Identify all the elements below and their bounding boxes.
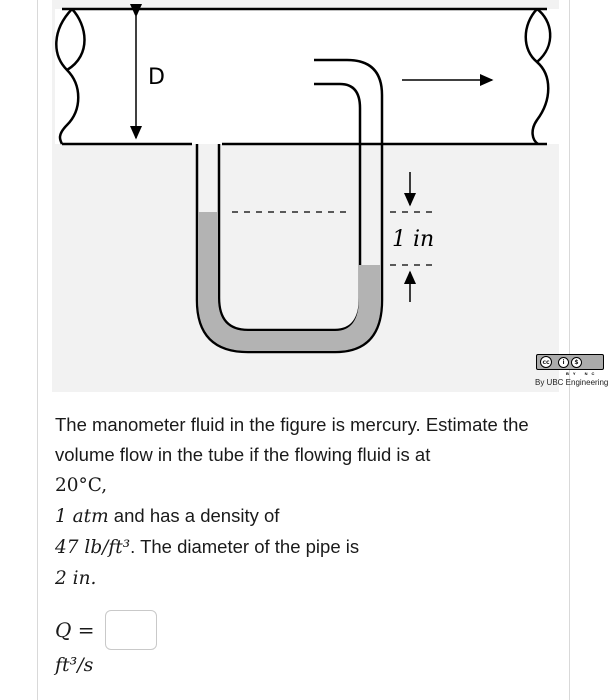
problem-statement: The manometer fluid in the figure is mer… bbox=[55, 410, 560, 594]
by-icon: i bbox=[558, 356, 569, 368]
problem-text-1: The manometer fluid in the figure is mer… bbox=[55, 414, 529, 465]
answer-unit: ft³/s bbox=[55, 654, 94, 676]
pipe-break-right bbox=[524, 8, 550, 146]
density-text: . The diameter of the pipe is bbox=[130, 536, 360, 557]
cc-license-badge: cc i $ BY NC By UBC Engineering bbox=[535, 352, 608, 390]
cc-credit: By UBC Engineering bbox=[535, 378, 608, 387]
manometer-diagram: D 1 in bbox=[52, 0, 559, 392]
temperature-value: 20°C, bbox=[55, 475, 108, 496]
manometer-figure: D 1 in cc i $ BY NC By UBC Engineering bbox=[52, 0, 608, 392]
diameter-label: D bbox=[148, 65, 165, 90]
cc-icon: cc bbox=[540, 356, 552, 368]
answer-label: Q = bbox=[55, 618, 95, 642]
card-border-right bbox=[569, 0, 570, 700]
height-label: 1 in bbox=[392, 227, 434, 252]
pipe-break-left bbox=[55, 8, 80, 145]
pipe-interior bbox=[52, 9, 559, 144]
density-value: 47 lb/ft³ bbox=[55, 537, 131, 558]
pressure-value: 1 atm bbox=[55, 506, 109, 527]
cc-terms: BY NC bbox=[566, 371, 599, 376]
u-tube-outer bbox=[195, 58, 384, 354]
card-border-left bbox=[37, 0, 38, 700]
answer-input[interactable] bbox=[104, 610, 157, 650]
pressure-text: and has a density of bbox=[108, 505, 280, 526]
answer-row: Q = bbox=[55, 608, 157, 652]
diameter-value: 2 in. bbox=[55, 568, 97, 589]
mercury-fill bbox=[198, 212, 381, 351]
nc-icon: $ bbox=[571, 356, 582, 368]
